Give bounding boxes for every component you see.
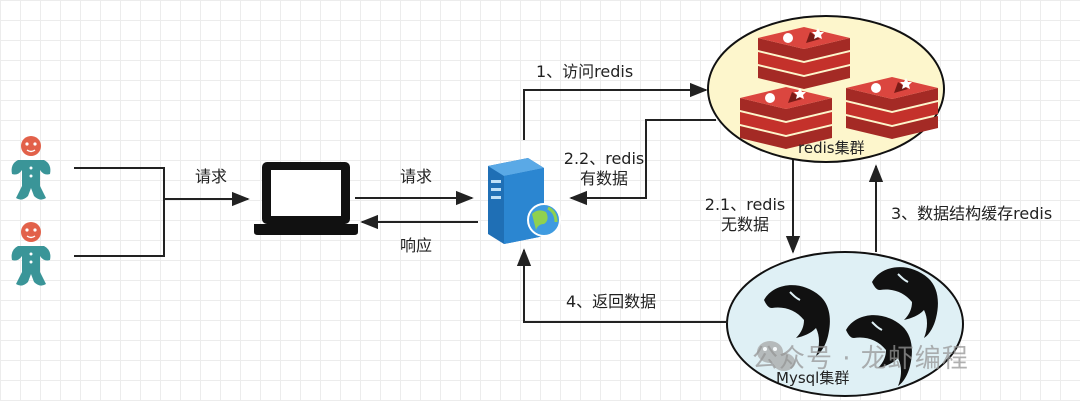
redis-cluster-label: redis集群 — [798, 139, 865, 157]
watermark-text: 公众号 · 龙虾编程 — [752, 344, 969, 374]
step-1-label: 1、访问redis — [536, 62, 634, 81]
mysql-cluster-label: Mysql集群 — [776, 369, 850, 387]
step-2-2-line2: 有数据 — [579, 169, 628, 188]
step-2-1-line1: 2.1、redis — [704, 195, 786, 214]
web-server-icon — [488, 158, 561, 244]
request-label-2: 请求 — [400, 167, 433, 186]
step-2-2-line1: 2.2、redis — [563, 149, 645, 168]
step-2-2-label: 2.2、redis 有数据 — [556, 149, 652, 189]
mysql-to-server-arrow — [516, 248, 728, 323]
user-icon-top — [11, 136, 51, 200]
step-4-label: 4、返回数据 — [566, 292, 657, 311]
step-3-label: 3、数据结构缓存redis — [891, 204, 1053, 223]
redis-to-server-arrow — [569, 119, 716, 206]
user-icon-bottom — [11, 222, 51, 286]
redis-cluster-node — [707, 15, 945, 163]
response-label: 响应 — [400, 236, 433, 255]
server-to-redis-arrow — [523, 82, 708, 140]
laptop-icon — [254, 162, 358, 235]
request-label-1: 请求 — [195, 167, 228, 186]
wechat-icon — [757, 341, 795, 371]
step-2-1-line2: 无数据 — [720, 215, 769, 234]
step-2-1-label: 2.1、redis 无数据 — [700, 195, 790, 235]
users-to-client-connector — [74, 167, 250, 257]
